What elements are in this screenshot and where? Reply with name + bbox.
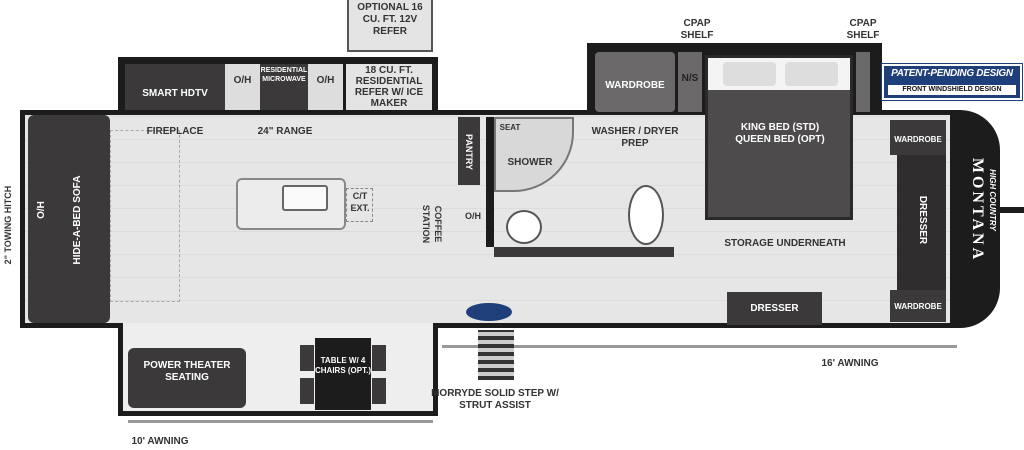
sofa-label: HIDE-A-BED SOFA	[72, 175, 83, 265]
oh-sofa-label: O/H	[36, 201, 47, 219]
shower-label: SHOWER	[507, 157, 553, 168]
front-wardrobe-bottom	[890, 290, 946, 322]
pillow	[723, 62, 776, 86]
front-wardrobe-top	[890, 120, 946, 155]
cpap-shelf-label: CPAP SHELF	[846, 18, 880, 41]
oh-label: O/H	[233, 75, 252, 86]
bath-wall	[494, 247, 674, 257]
chair	[300, 378, 314, 404]
nightstand	[678, 52, 702, 112]
dresser-label: DRESSER	[750, 303, 799, 314]
toilet-icon	[506, 210, 542, 244]
washer-dryer-label: WASHER / DRYER PREP	[591, 126, 679, 149]
wardrobe-label: WARDROBE	[894, 302, 942, 311]
seat-label: SEAT	[499, 123, 521, 132]
sink-icon	[282, 185, 328, 211]
pillow	[785, 62, 838, 86]
dresser-bottom	[727, 292, 822, 325]
front-dresser	[897, 155, 946, 290]
refer-label: 18 CU. FT. RESIDENTIAL REFER W/ ICE MAKE…	[354, 65, 424, 109]
dining-table	[315, 338, 371, 410]
ns-label: N/S	[681, 73, 699, 84]
awning-10	[128, 420, 433, 423]
badge-title: PATENT-PENDING DESIGN	[891, 68, 1013, 79]
optional-refer	[347, 0, 433, 52]
pantry-label: PANTRY	[464, 134, 474, 170]
montana-logo: MONTANA	[969, 157, 986, 263]
range-label: 24" RANGE	[257, 126, 313, 137]
towing-hitch-label: 2" TOWING HITCH	[3, 185, 13, 265]
oh-bath-label: O/H	[464, 211, 481, 221]
storage-label: STORAGE UNDERNEATH	[724, 238, 846, 249]
ct-ext-label: C/T EXT.	[350, 191, 370, 213]
bathroom-wall	[486, 117, 494, 247]
hitch-pin	[998, 207, 1024, 213]
cpap-shelf-label: CPAP SHELF	[680, 18, 714, 41]
entry-step	[478, 330, 514, 380]
hide-a-bed-sofa	[28, 115, 110, 323]
entry-logo	[466, 303, 512, 321]
theater-seating-label: POWER THEATER SEATING	[143, 360, 231, 383]
coffee-station-label: COFFEE STATION	[421, 204, 443, 244]
table-label: TABLE W/ 4 CHAIRS (OPT.)	[315, 356, 371, 375]
badge-subtitle: FRONT WINDSHIELD DESIGN	[888, 85, 1016, 95]
theater-seating	[128, 348, 246, 408]
bed-label: KING BED (STD) QUEEN BED (OPT)	[735, 122, 825, 145]
countertop-extension	[346, 188, 373, 222]
bath-sink	[628, 185, 664, 245]
oh-label: O/H	[316, 75, 335, 86]
wardrobe-label: WARDROBE	[894, 135, 942, 144]
front-cap	[950, 110, 1000, 328]
chair	[372, 345, 386, 371]
step-label: MORRYDE SOLID STEP W/ STRUT ASSIST	[431, 388, 559, 411]
chair	[300, 345, 314, 371]
pantry	[458, 117, 480, 185]
optional-refer-label: OPTIONAL 16 CU. FT. 12V REFER	[357, 2, 423, 37]
wardrobe-label: WARDROBE	[605, 80, 665, 91]
wardrobe-slide	[595, 52, 675, 112]
dresser-label: DRESSER	[917, 195, 928, 245]
microwave-label: RESIDENTIAL MICROWAVE	[260, 67, 308, 83]
awning-10-label: 10' AWNING	[131, 436, 189, 447]
chair	[372, 378, 386, 404]
sofa-rug	[110, 130, 180, 302]
awning-16-label: 16' AWNING	[821, 358, 879, 369]
smart-hdtv-label: SMART HDTV	[142, 88, 208, 99]
awning-16	[442, 345, 957, 348]
nightstand	[856, 52, 870, 112]
high-country-logo: HIGH COUNTRY	[988, 169, 997, 231]
fireplace-label: FIREPLACE	[146, 126, 204, 137]
